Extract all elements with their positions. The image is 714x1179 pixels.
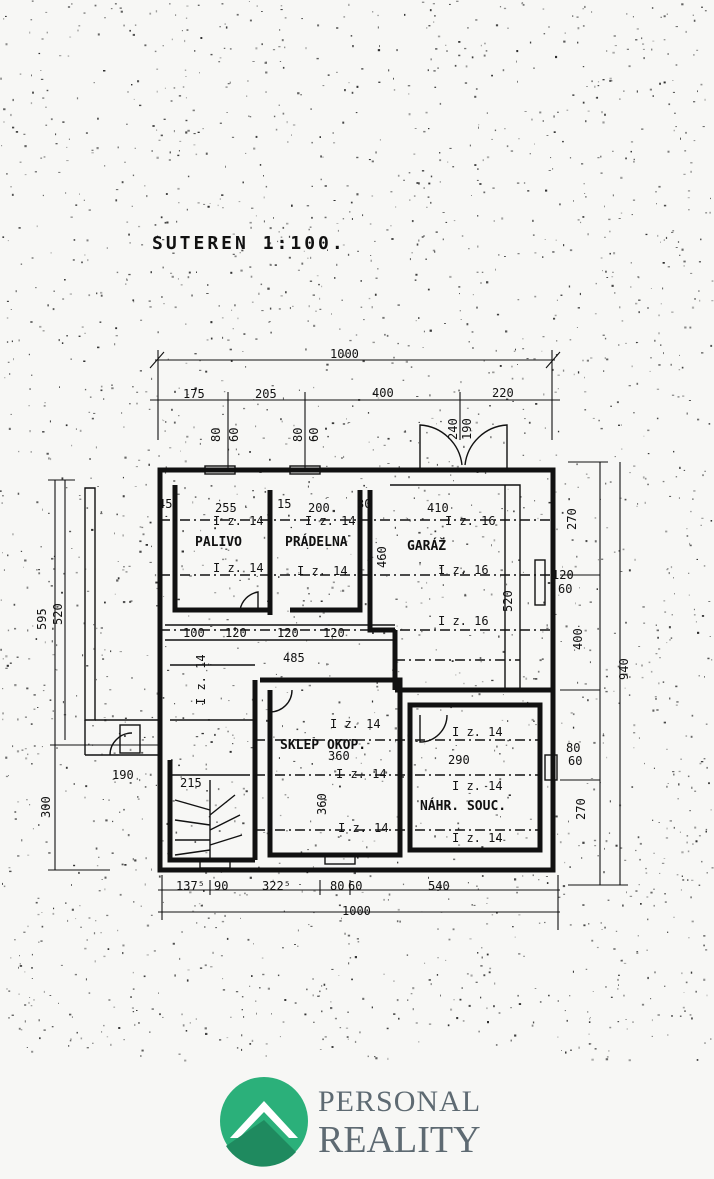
outer-walls [84,467,556,873]
dim-label: 290 [448,753,470,767]
level-mark: I z. 16 [445,514,496,528]
dim-label: 360 [315,793,329,815]
company-logo: PERSONAL REALITY [220,1077,481,1167]
dim-label: 30 [357,497,371,511]
dim-label: 270 [574,798,588,820]
level-mark: I z. 14 [297,564,348,578]
logo-text-personal: PERSONAL [318,1085,481,1118]
dim-label: 60 [568,754,582,768]
level-mark: I z. 14 [305,514,356,528]
level-mark: I z. 14 [213,561,264,575]
dim-label: 80 [209,428,223,442]
dim-label: 520 [51,603,65,625]
dim-label: 190 [112,768,134,782]
dim-label: 940 [617,658,631,680]
dim-label: 90 [214,879,228,893]
dim-label: 60 [348,879,362,893]
dim-top-total: 1000 [330,347,359,361]
dim-label: 60 [558,582,572,596]
level-mark: I z. 14 [330,717,381,731]
section-lines [160,519,553,831]
dim-label: 220 [492,386,514,400]
dim-label: 120 [323,626,345,640]
level-mark: I z. 14 [194,654,208,705]
dim-label: 60 [307,428,321,442]
dim-label: 137⁵ [176,879,205,893]
dim-label: 80 [566,741,580,755]
dim-label: 200 [308,501,330,515]
room-palivo: PALIVO [195,535,242,550]
dim-label: 120 [225,626,247,640]
room-pradelna: PRÁDELNA [285,534,348,550]
room-garaz: GARÁŽ [407,538,446,554]
dim-label: 190 [460,418,474,440]
dim-label: 120 [277,626,299,640]
dimension-texts: 1000 175 205 400 220 80 60 80 60 240 190… [35,347,631,918]
drawing-title: SUTEREN 1:100. [152,233,346,254]
level-marks: I z. 14 I z. 14 I z. 14 I z. 14 I z. 16 … [194,514,503,845]
level-mark: I z. 14 [452,779,503,793]
level-mark: I z. 14 [338,821,389,835]
dim-label: 595 [35,608,49,630]
level-mark: I z. 14 [336,767,387,781]
logo-text-reality: REALITY [318,1119,481,1161]
room-labels: PALIVO PRÁDELNA GARÁŽ SKLEP OKOP. NÁHR. … [195,534,506,814]
dim-label: 45 [158,497,172,511]
dim-label: 80 [291,428,305,442]
logo-shade [226,1120,296,1167]
dim-label: 540 [428,879,450,893]
level-mark: I z. 16 [438,563,489,577]
dim-label: 100 [183,626,205,640]
dim-label: 60 [227,428,241,442]
dim-label: 360 [328,749,350,763]
dim-label: 460 [375,546,389,568]
windows [119,465,558,869]
dim-label: 175 [183,387,205,401]
dim-label: 15 [277,497,291,511]
room-nahr: NÁHR. SOUC. [420,798,506,814]
level-mark: I z. 14 [452,831,503,845]
dim-bottom-total: 1000 [342,904,371,918]
dim-label: 240 [446,418,460,440]
dim-label: 80 [330,879,344,893]
dim-label: 205 [255,387,277,401]
dim-label: 300 [39,796,53,818]
dim-label: 410 [427,501,449,515]
dim-label: 400 [571,628,585,650]
dim-label: 322⁵ [262,879,291,893]
level-mark: I z. 14 [452,725,503,739]
level-mark: I z. 14 [213,514,264,528]
dimension-lines [48,350,628,930]
house-roof-icon [230,1101,298,1138]
dim-label: 520 [501,590,515,612]
dim-label: 120 [552,568,574,582]
dim-label: 215 [180,776,202,790]
dim-label: 400 [372,386,394,400]
dim-label: 485 [283,651,305,665]
interior-walls [165,484,553,863]
doors [109,424,508,756]
room-sklep: SKLEP OKOP. [280,738,366,753]
level-mark: I z. 16 [438,614,489,628]
dim-label: 255 [215,501,237,515]
dim-label: 270 [565,508,579,530]
paper-noise [0,0,714,1062]
